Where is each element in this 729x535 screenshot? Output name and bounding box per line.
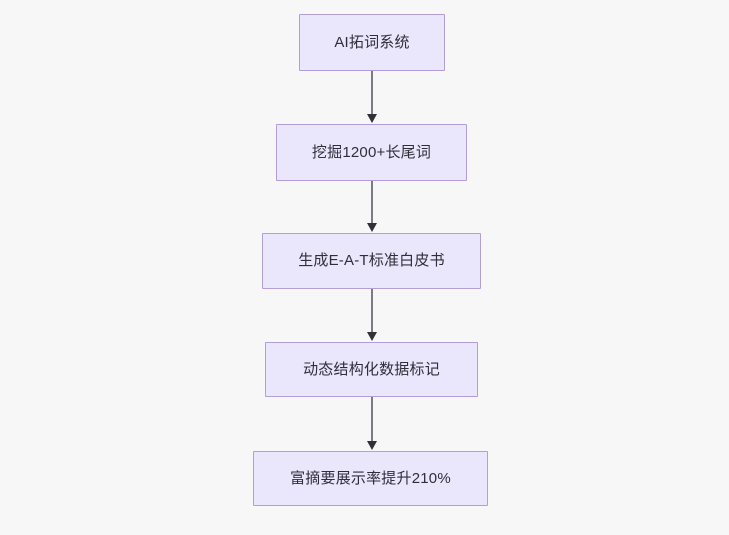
node-label: 富摘要展示率提升210% [290, 469, 451, 487]
edge-line [371, 71, 373, 115]
flowchart-node-mine-longtail-keywords[interactable]: 挖掘1200+长尾词 [276, 124, 467, 181]
node-label: 挖掘1200+长尾词 [311, 143, 432, 161]
arrow-down-icon [367, 332, 377, 341]
arrow-down-icon [367, 114, 377, 123]
flowchart-node-ai-keyword-system[interactable]: AI拓词系统 [299, 14, 445, 71]
arrow-down-icon [367, 223, 377, 232]
flowchart-node-dynamic-structured-data-markup[interactable]: 动态结构化数据标记 [265, 342, 478, 397]
node-label: AI拓词系统 [334, 33, 410, 51]
arrow-down-icon [367, 441, 377, 450]
flowchart-node-generate-eat-whitepaper[interactable]: 生成E-A-T标准白皮书 [262, 233, 481, 289]
node-label: 动态结构化数据标记 [303, 360, 440, 378]
edge-line [371, 397, 373, 442]
edge-line [371, 289, 373, 333]
edge-line [371, 181, 373, 224]
flowchart-node-rich-snippet-rate-increase[interactable]: 富摘要展示率提升210% [253, 451, 488, 506]
node-label: 生成E-A-T标准白皮书 [298, 252, 445, 269]
